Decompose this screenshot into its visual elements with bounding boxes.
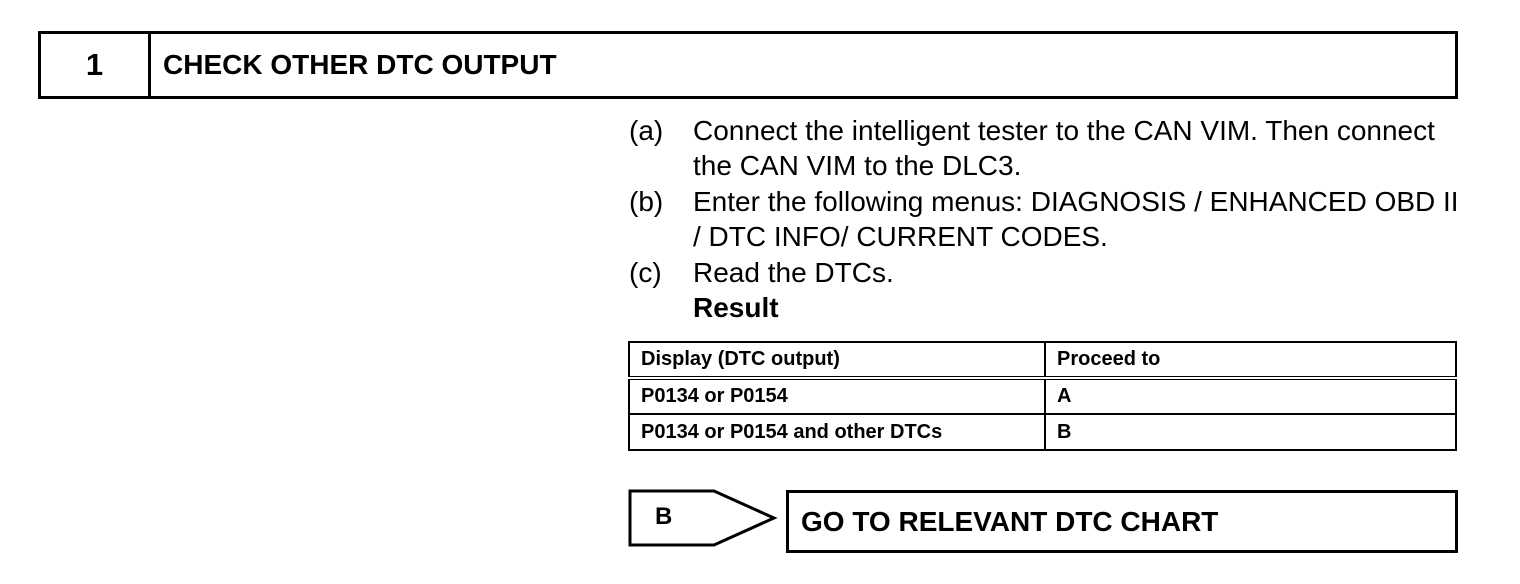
table-cell: A <box>1044 377 1457 415</box>
step-marker: (c) <box>629 257 662 288</box>
step-title: CHECK OTHER DTC OUTPUT <box>163 49 557 80</box>
goto-action-box: GO TO RELEVANT DTC CHART <box>786 490 1458 553</box>
table-header-cell: Proceed to <box>1044 341 1457 380</box>
step-marker: (b) <box>629 186 664 217</box>
step-header: 1 CHECK OTHER DTC OUTPUT <box>38 31 1458 99</box>
procedure-list: (a) Connect the intelligent tester to th… <box>629 113 1459 291</box>
result-label: Result <box>693 292 779 323</box>
step-text: Read the DTCs. <box>693 257 894 288</box>
table-header-cell: Display (DTC output) <box>628 341 1046 380</box>
step-text: Connect the intelligent tester to the CA… <box>693 115 1435 181</box>
table-cell: P0134 or P0154 <box>628 377 1046 415</box>
table-cell: B <box>1044 413 1457 451</box>
branch-arrow-icon <box>628 489 778 547</box>
procedure-step-b: (b) Enter the following menus: DIAGNOSIS… <box>629 184 1459 254</box>
step-number: 1 <box>41 34 151 96</box>
table-row: P0134 or P0154 and other DTCs B <box>628 413 1457 451</box>
table-header-row: Display (DTC output) Proceed to <box>628 341 1457 380</box>
step-text: Enter the following menus: DIAGNOSIS / E… <box>693 186 1459 252</box>
step-marker: (a) <box>629 115 664 146</box>
table-cell: P0134 or P0154 and other DTCs <box>628 413 1046 451</box>
branch-label: B <box>655 503 673 530</box>
procedure-step-a: (a) Connect the intelligent tester to th… <box>629 113 1459 183</box>
result-table: Display (DTC output) Proceed to P0134 or… <box>628 341 1457 451</box>
table-row: P0134 or P0154 A <box>628 377 1457 415</box>
procedure-step-c: (c) Read the DTCs. <box>629 255 1459 290</box>
